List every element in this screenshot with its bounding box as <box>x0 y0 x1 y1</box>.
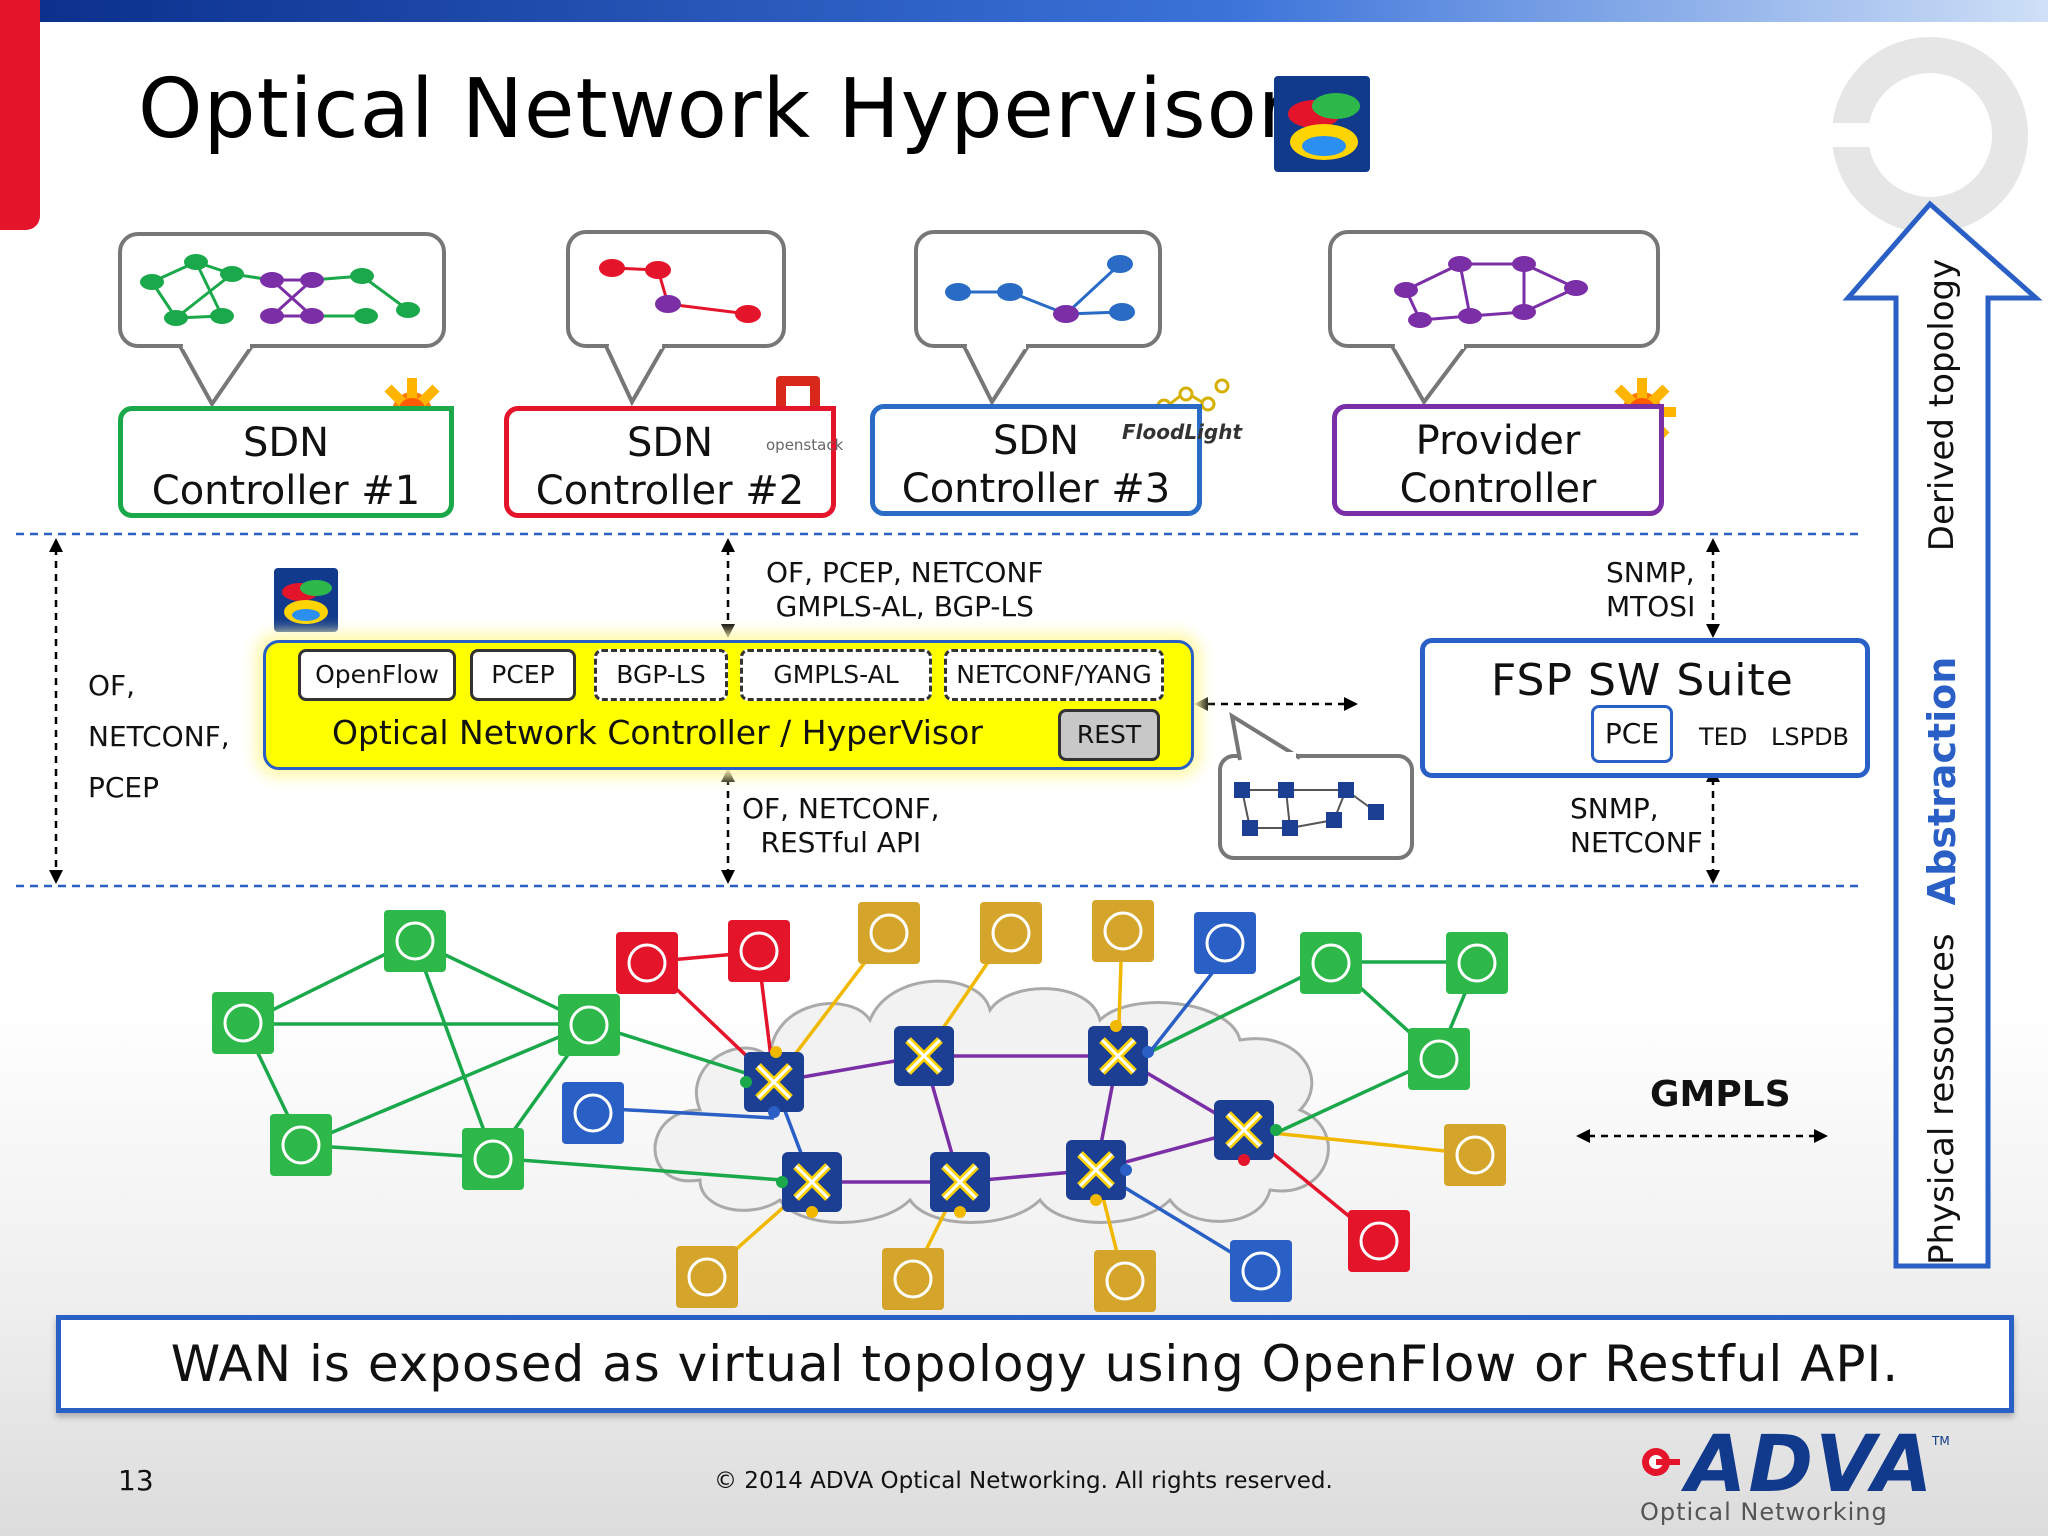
mini-topology-2 <box>599 259 761 323</box>
tr-if-1: SNMP, <box>1606 556 1695 589</box>
mini-topology-3 <box>945 255 1135 323</box>
controller-1-line2: Controller #1 <box>151 468 421 514</box>
protocol-bgp-ls: BGP-LS <box>594 649 728 701</box>
page-number: 13 <box>118 1464 154 1497</box>
br-if-2: NETCONF <box>1570 826 1703 859</box>
balloon-4 <box>1328 230 1660 406</box>
port-dots <box>740 1020 1282 1218</box>
sdn-controller-3: SDN Controller #3 <box>870 404 1202 516</box>
rest-box: REST <box>1058 709 1160 761</box>
controller-4-line1: Provider <box>1415 418 1581 464</box>
pce-box: PCE <box>1591 705 1673 763</box>
slide-title: Optical Network Hypervisor <box>138 62 1293 157</box>
sdn-controller-2: SDN Controller #2 <box>504 406 836 518</box>
protocol-pcep: PCEP <box>470 649 576 701</box>
derived-topology-label: Derived topology <box>1922 258 1962 552</box>
balloon-2 <box>566 230 786 407</box>
controller-1-line1: SDN <box>242 420 330 466</box>
abstraction-label: Abstraction <box>1920 656 1964 906</box>
protocol-gmpls-al: GMPLS-AL <box>740 649 932 701</box>
physical-resources-label: Physical ressources <box>1922 933 1962 1265</box>
left-if-3: PCEP <box>88 771 160 804</box>
br-if-1: SNMP, <box>1570 792 1659 825</box>
openstack-label: openstack <box>766 436 844 454</box>
hypervisor-controller: OpenFlow PCEP BGP-LS GMPLS-AL NETCONF/YA… <box>263 640 1194 770</box>
controller-2-line2: Controller #2 <box>535 468 805 514</box>
controller-3-line1: SDN <box>992 418 1080 464</box>
bottom-right-interfaces: SNMP, NETCONF <box>1570 792 1703 860</box>
lspdb-label: LSPDB <box>1771 723 1850 751</box>
bc-if-2: RESTful API <box>760 826 922 859</box>
adva-logo-icon <box>1642 1448 1680 1476</box>
controller-2-line1: SDN <box>626 420 714 466</box>
tc-if-2: GMPLS-AL, BGP-LS <box>775 590 1034 623</box>
left-if-2: NETCONF, <box>88 720 230 753</box>
virtual-topology-balloon <box>1218 711 1414 860</box>
fsp-sw-suite: FSP SW Suite PCE TED LSPDB <box>1420 638 1870 778</box>
controller-3-line2: Controller #3 <box>901 466 1171 512</box>
mini-topology-1 <box>140 254 420 326</box>
tr-if-2: MTOSI <box>1606 590 1696 623</box>
gmpls-label: GMPLS <box>1650 1074 1791 1115</box>
bc-if-1: OF, NETCONF, <box>742 792 940 825</box>
hypervisor-label: Optical Network Controller / HyperVisor <box>332 713 983 752</box>
floodlight-label: FloodLight <box>1122 420 1243 444</box>
provider-controller: Provider Controller <box>1332 404 1664 516</box>
copyright: © 2014 ADVA Optical Networking. All righ… <box>714 1468 1333 1494</box>
adva-logo-text: ADVA <box>1686 1420 1935 1510</box>
mini-topology-4 <box>1394 256 1588 328</box>
hypervisor-small-icon <box>274 568 338 632</box>
footer-statement: WAN is exposed as virtual topology using… <box>56 1315 2014 1413</box>
optical-switches <box>744 1026 1274 1212</box>
adva-tagline: Optical Networking <box>1640 1498 1888 1526</box>
left-interfaces: OF, NETCONF, PCEP <box>88 660 230 813</box>
fsp-title: FSP SW Suite <box>1491 655 1794 706</box>
top-bar <box>0 0 2048 22</box>
sdn-controller-1: SDN Controller #1 <box>118 406 454 518</box>
tc-if-1: OF, PCEP, NETCONF <box>766 556 1044 589</box>
top-center-interfaces: OF, PCEP, NETCONF GMPLS-AL, BGP-LS <box>766 556 1044 624</box>
protocol-openflow: OpenFlow <box>298 649 456 701</box>
router-nodes <box>212 900 1508 1312</box>
adva-tm: TM <box>1932 1434 1950 1448</box>
controller-4-line2: Controller <box>1399 466 1597 512</box>
top-right-interfaces: SNMP, MTOSI <box>1606 556 1695 624</box>
left-if-1: OF, <box>88 669 136 702</box>
red-tab <box>0 0 40 230</box>
hypervisor-cloud-icon <box>1274 76 1370 172</box>
bottom-center-interfaces: OF, NETCONF, RESTful API <box>742 792 940 860</box>
abstraction-arrow <box>1842 200 2043 1269</box>
protocol-netconf-yang: NETCONF/YANG <box>944 649 1164 701</box>
balloon-3 <box>914 230 1162 407</box>
ted-label: TED <box>1699 723 1748 751</box>
